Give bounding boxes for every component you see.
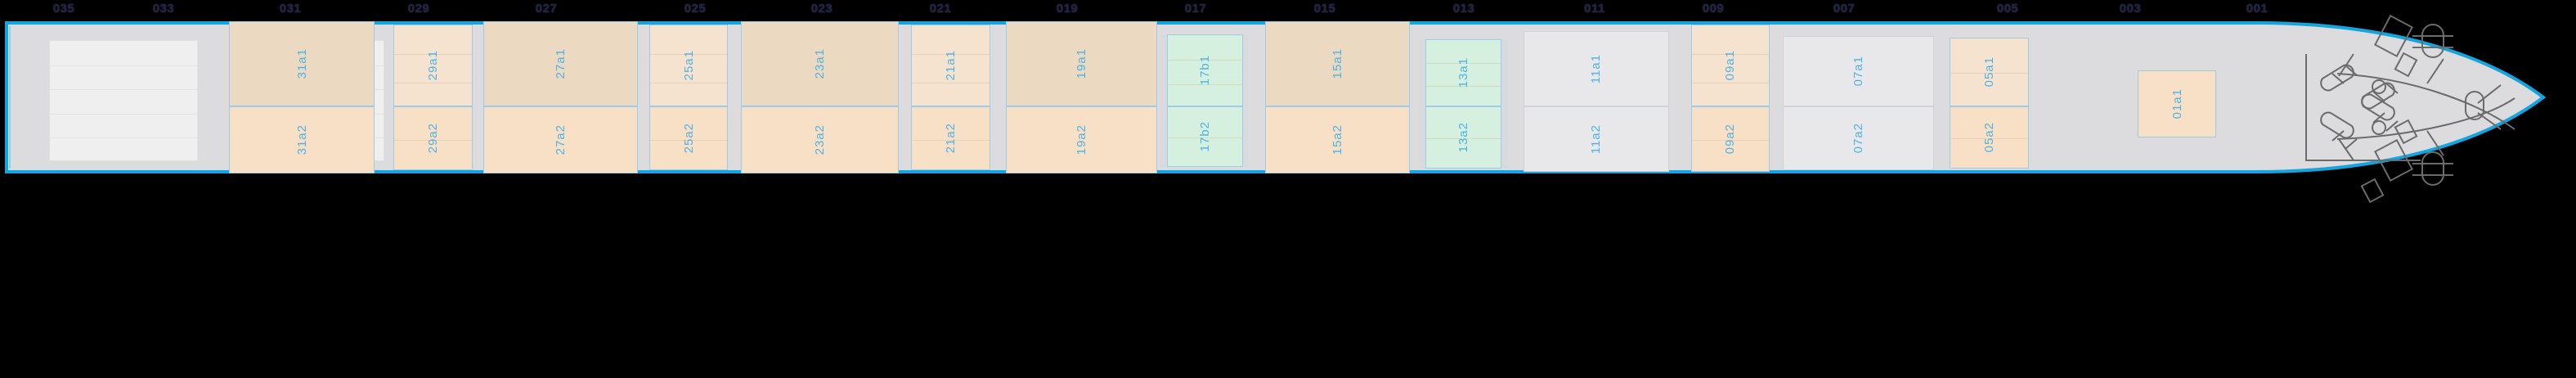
bay-tick-007: 007 [1833, 2, 1856, 16]
bay-tick-025: 025 [684, 2, 707, 16]
bay-tick-021: 021 [929, 2, 952, 16]
mooring-winch-icon-d [2361, 93, 2399, 132]
cell-07a2[interactable]: 07a2 [1782, 106, 1934, 170]
cell-band [1426, 63, 1501, 64]
bay-tick-031: 031 [279, 2, 302, 16]
stay-line-2 [2338, 138, 2354, 161]
cell-21a1[interactable]: 21a1 [911, 25, 990, 106]
bollard-icon-2 [2412, 24, 2453, 58]
cell-band [912, 140, 990, 141]
cell-band [1426, 86, 1501, 87]
cell-band [649, 140, 728, 141]
mooring-winch-icon-c [2320, 111, 2358, 150]
stack-divider [50, 89, 197, 91]
bay-tick-027: 027 [535, 2, 558, 16]
cell-01a1[interactable]: 01a1 [2137, 70, 2217, 137]
cell-13a1[interactable]: 13a1 [1425, 39, 1502, 106]
bay-tick-029: 029 [407, 2, 430, 16]
cell-band [1691, 140, 1770, 141]
cell-19a2[interactable]: 19a2 [1006, 106, 1158, 173]
stack-divider [50, 137, 197, 139]
cell-band [1167, 60, 1242, 61]
bay-tick-017: 017 [1184, 2, 1207, 16]
stack-divider [50, 113, 197, 115]
bay-tick-019: 019 [1056, 2, 1079, 16]
fairlead-icon [2465, 91, 2484, 120]
bay-tick-011: 011 [1584, 2, 1605, 16]
cell-09a1[interactable]: 09a1 [1690, 25, 1770, 106]
cell-19a1[interactable]: 19a1 [1006, 21, 1158, 106]
cell-31a1[interactable]: 31a1 [229, 21, 375, 106]
cell-band [1691, 54, 1770, 55]
forecastle-outline [2305, 54, 2421, 161]
cell-23a2[interactable]: 23a2 [740, 106, 899, 173]
cell-27a1[interactable]: 27a1 [483, 21, 639, 106]
stay-line-4 [2426, 130, 2444, 156]
cell-band [1950, 138, 2028, 139]
cell-band [912, 54, 990, 55]
cell-band [394, 140, 472, 141]
forecastle-curve-upper [2336, 73, 2515, 130]
cell-25a1[interactable]: 25a1 [648, 25, 729, 106]
cell-05a2[interactable]: 05a2 [1950, 106, 2029, 169]
stay-line-3 [2426, 58, 2444, 84]
stack-divider [50, 65, 197, 66]
cell-13a2[interactable]: 13a2 [1425, 106, 1502, 169]
cell-band [1426, 138, 1501, 139]
bay-tick-015: 015 [1313, 2, 1336, 16]
cell-17b2[interactable]: 17b2 [1166, 106, 1243, 167]
bay-tick-009: 009 [1702, 2, 1725, 16]
cell-15a1[interactable]: 15a1 [1264, 21, 1411, 106]
bay-tick-003: 003 [2119, 2, 2142, 16]
cell-band [1167, 137, 1242, 138]
cell-29a2[interactable]: 29a2 [393, 106, 473, 170]
bay-tick-023: 023 [810, 2, 833, 16]
capstan-icon [2372, 79, 2386, 94]
cell-band [649, 54, 728, 55]
cell-17b1[interactable]: 17b1 [1166, 34, 1243, 106]
stay-line-5 [2477, 84, 2502, 104]
anchor-windlass-icon-2 [2374, 14, 2418, 78]
bay-ruler: 035 033 031 029 027 025 023 021 019 017 015 013 011 0… [0, 0, 2576, 21]
cell-11a1[interactable]: 11a1 [1524, 31, 1669, 106]
cell-band [394, 54, 472, 55]
mooring-winch-icon [2320, 64, 2358, 92]
cell-05a1[interactable]: 05a1 [1950, 38, 2029, 106]
bay-tick-013: 013 [1452, 2, 1475, 16]
capstan-icon-2 [2372, 120, 2386, 135]
cell-07a1[interactable]: 07a1 [1782, 36, 1934, 106]
cell-band [1167, 84, 1242, 85]
forecastle-curve-lower [2336, 97, 2515, 140]
cell-21a2[interactable]: 21a2 [911, 106, 990, 170]
cell-band [1950, 73, 2028, 74]
cell-27a2[interactable]: 27a2 [483, 106, 639, 173]
bollard-icon [2412, 151, 2453, 186]
cell-29a1[interactable]: 29a1 [393, 25, 473, 106]
mooring-winch-icon-b [2361, 82, 2399, 110]
cell-09a2[interactable]: 09a2 [1690, 106, 1770, 172]
bay-tick-033: 033 [152, 2, 175, 16]
cell-31a2[interactable]: 31a2 [229, 106, 375, 173]
empty-stack-035[interactable] [49, 40, 198, 161]
bay-tick-035: 035 [52, 2, 75, 16]
cell-11a2[interactable]: 11a2 [1524, 106, 1669, 172]
cell-23a1[interactable]: 23a1 [740, 21, 899, 106]
bay-tick-001: 001 [2246, 2, 2269, 16]
anchor-windlass-icon [2360, 119, 2418, 204]
bay-tick-005: 005 [1996, 2, 2019, 16]
cell-15a2[interactable]: 15a2 [1264, 106, 1411, 173]
cell-25a2[interactable]: 25a2 [648, 106, 729, 170]
